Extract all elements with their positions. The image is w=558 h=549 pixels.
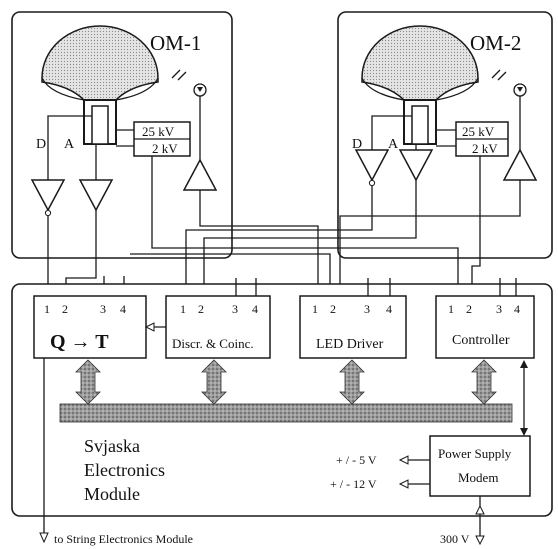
module-title-line-3: Module <box>84 484 140 504</box>
om-2-box: OM-2 25 kV 2 kV D A <box>337 11 553 259</box>
discr-pin-1: 1 <box>180 302 186 316</box>
om-2-label-a: A <box>388 137 399 152</box>
led-pin-2: 2 <box>330 302 336 316</box>
om-1-label-a: A <box>64 137 75 152</box>
string-link-output: to String Electronics Module <box>39 358 193 546</box>
om-2-label-d: D <box>352 137 362 152</box>
bus-connector-led <box>339 359 365 405</box>
om-1-hv-low-label: 2 kV <box>152 141 178 156</box>
interconnect-wiring <box>47 156 521 296</box>
om-1-box: OM-1 25 kV 2 kV D A <box>11 11 233 259</box>
qt-pin-4: 4 <box>120 302 126 316</box>
led-driver-module: 1 2 3 4 LED Driver <box>299 295 407 359</box>
power-300v-label: 300 V <box>440 532 470 546</box>
bus-connector-qt <box>75 359 101 405</box>
om-1-led <box>171 69 207 97</box>
voltage-output-5v: + / - 5 V <box>336 453 430 467</box>
om-2-hv-high-label: 25 kV <box>462 124 495 139</box>
power-supply-label: Power Supply <box>438 446 512 461</box>
string-link-label: to String Electronics Module <box>54 532 193 546</box>
qt-pin-3: 3 <box>100 302 106 316</box>
voltage-output-12v: + / - 12 V <box>330 477 430 491</box>
led-pin-1: 1 <box>312 302 318 316</box>
voltage-5v-label: + / - 5 V <box>336 453 377 467</box>
controller-module: 1 2 3 4 Controller <box>435 295 535 359</box>
module-pin-stubs <box>235 278 517 296</box>
module-title-line-1: Svjaska <box>84 436 140 456</box>
internal-bus-bar <box>59 403 513 423</box>
modem-label: Modem <box>458 470 498 485</box>
controller-pin-4: 4 <box>514 302 520 316</box>
svjaska-electronics-module: 1 2 3 4 Q → T 1 2 3 4 Discr. & Coinc. 1 … <box>11 278 553 517</box>
discriminator-coincidence-module: 1 2 3 4 Discr. & Coinc. <box>165 295 271 359</box>
om-2-hv-supply: 25 kV 2 kV <box>436 121 509 157</box>
om-1-label-d: D <box>36 137 46 152</box>
led-pin-4: 4 <box>386 302 392 316</box>
qt-pin-2: 2 <box>62 302 68 316</box>
power-supply-modem: Power Supply Modem <box>429 435 531 497</box>
om-2-title: OM-2 <box>470 31 521 55</box>
controller-pin-2: 2 <box>466 302 472 316</box>
bus-connector-controller <box>471 359 497 405</box>
controller-pin-1: 1 <box>448 302 454 316</box>
discr-pin-4: 4 <box>252 302 258 316</box>
discr-module-label: Discr. & Coinc. <box>172 336 254 351</box>
discr-pin-2: 2 <box>198 302 204 316</box>
om-1-photomultiplier <box>41 25 159 145</box>
controller-module-label: Controller <box>452 333 510 348</box>
led-pin-3: 3 <box>364 302 370 316</box>
controller-power-link <box>520 360 528 436</box>
om-2-led <box>491 69 527 97</box>
om-2-hv-low-label: 2 kV <box>472 141 498 156</box>
om-2-photomultiplier <box>361 25 479 145</box>
om-1-hv-supply: 25 kV 2 kV <box>116 121 191 157</box>
voltage-12v-label: + / - 12 V <box>330 477 377 491</box>
controller-pin-3: 3 <box>496 302 502 316</box>
module-title-line-2: Electronics <box>84 460 165 480</box>
power-300v-input: 300 V <box>440 496 485 546</box>
led-module-label: LED Driver <box>316 337 384 352</box>
om-1-hv-high-label: 25 kV <box>142 124 175 139</box>
qt-module-label: Q → T <box>50 331 109 353</box>
discr-pin-3: 3 <box>232 302 238 316</box>
bus-connector-discr <box>201 359 227 405</box>
qt-pin-1: 1 <box>44 302 50 316</box>
om-1-title: OM-1 <box>150 31 201 55</box>
qt-converter-module: 1 2 3 4 Q → T <box>33 295 147 359</box>
